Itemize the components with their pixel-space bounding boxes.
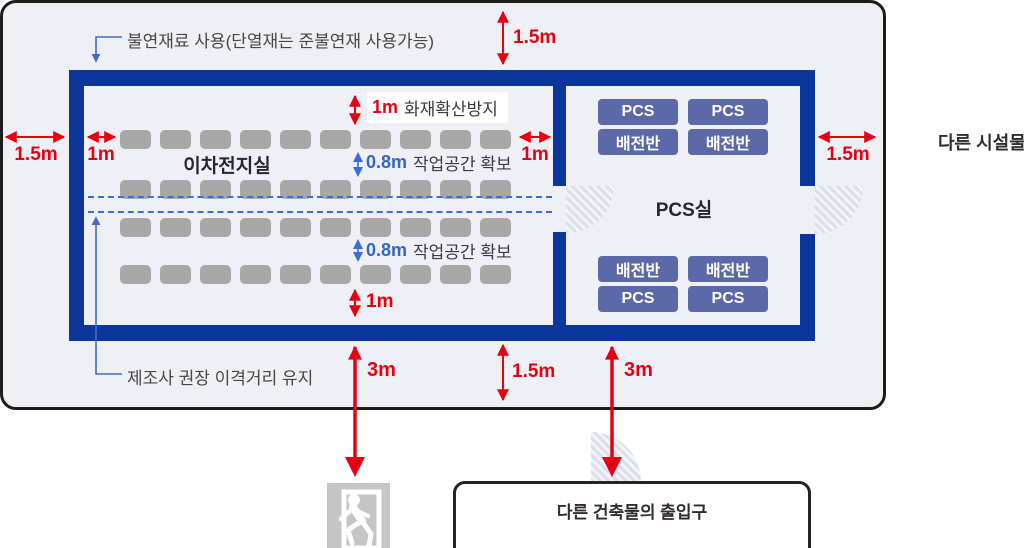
- equipment-box: PCS: [598, 99, 678, 125]
- battery-module: [360, 218, 391, 237]
- dim-label-bottom: 1.5m: [512, 361, 556, 382]
- dim-label-battery-right: 1m: [521, 144, 549, 165]
- emergency-exit-icon: [327, 483, 390, 548]
- dim-label-battery-left: 1m: [87, 144, 115, 165]
- battery-module: [280, 218, 311, 237]
- fire-gap-text: 화재확산방지: [404, 100, 498, 119]
- battery-module: [160, 180, 191, 199]
- battery-module: [160, 130, 191, 149]
- battery-module: [480, 265, 511, 284]
- workspace-lower-value: 0.8m: [366, 240, 408, 260]
- battery-module: [360, 265, 391, 284]
- battery-module: [160, 218, 191, 237]
- fire-gap-value: 1m: [372, 97, 399, 117]
- pcs-room-label: PCS실: [655, 200, 713, 221]
- workspace-upper-value: 0.8m: [366, 152, 408, 172]
- battery-row: [120, 265, 511, 284]
- pcs-equipment-group-bottom: 배전반 배전반 PCS PCS: [598, 256, 768, 312]
- battery-module: [440, 180, 471, 199]
- partition-door-opening: [553, 186, 566, 232]
- battery-module: [200, 180, 231, 199]
- equipment-box: 배전반: [688, 129, 768, 155]
- equipment-box: 배전반: [598, 256, 678, 282]
- battery-module: [120, 265, 151, 284]
- battery-module: [120, 180, 151, 199]
- pcs-equipment-group-top: PCS PCS 배전반 배전반: [598, 99, 768, 155]
- battery-module: [360, 180, 391, 199]
- battery-room-label: 이차전지실: [183, 156, 271, 177]
- battery-module: [480, 130, 511, 149]
- battery-module: [320, 265, 351, 284]
- battery-row: [120, 130, 511, 149]
- battery-module: [240, 265, 271, 284]
- battery-module: [280, 180, 311, 199]
- dim-label-right: 1.5m: [826, 144, 870, 165]
- aisle-dashed-line: [88, 211, 552, 213]
- equipment-box: 배전반: [598, 129, 678, 155]
- battery-module: [440, 265, 471, 284]
- other-building-entrance-box: 다른 건축물의 출입구: [453, 481, 811, 548]
- workspace-lower-text: 작업공간 확보: [413, 243, 512, 262]
- equipment-box: PCS: [688, 99, 768, 125]
- battery-module: [160, 265, 191, 284]
- battery-module: [440, 130, 471, 149]
- battery-module: [280, 265, 311, 284]
- battery-module: [360, 130, 391, 149]
- other-facility-label: 다른 시설물: [938, 133, 1024, 153]
- battery-module: [120, 218, 151, 237]
- battery-module: [120, 130, 151, 149]
- equipment-box: PCS: [598, 286, 678, 312]
- dim-label-battery-bottom: 1m: [366, 291, 394, 312]
- battery-module: [240, 218, 271, 237]
- battery-row: [120, 218, 511, 237]
- battery-module: [280, 130, 311, 149]
- equipment-box: 배전반: [688, 256, 768, 282]
- battery-module: [320, 218, 351, 237]
- battery-module: [320, 130, 351, 149]
- battery-module: [400, 130, 431, 149]
- door-swing-arc-other-building: [591, 432, 641, 482]
- dim-label-exit-3m: 3m: [367, 359, 396, 381]
- battery-module: [200, 265, 231, 284]
- battery-row: [120, 180, 511, 199]
- top-wall-note: 불연재료 사용(단열재는 준불연재 사용가능): [127, 32, 435, 51]
- battery-module: [400, 265, 431, 284]
- workspace-note-upper: 0.8m 작업공간 확보: [366, 150, 512, 175]
- battery-module: [480, 180, 511, 199]
- battery-module: [240, 130, 271, 149]
- battery-module: [440, 218, 471, 237]
- workspace-note-lower: 0.8m 작업공간 확보: [366, 238, 512, 263]
- workspace-upper-text: 작업공간 확보: [413, 155, 512, 174]
- battery-module: [400, 218, 431, 237]
- dim-label-top: 1.5m: [513, 27, 557, 48]
- bottom-wall-note: 제조사 권장 이격거리 유지: [127, 369, 314, 388]
- dim-label-left: 1.5m: [14, 144, 58, 165]
- dim-label-entrance-3m: 3m: [624, 359, 653, 381]
- battery-module: [320, 180, 351, 199]
- other-building-entrance-label: 다른 건축물의 출입구: [556, 503, 708, 522]
- aisle-dashed-line: [88, 196, 552, 198]
- battery-module: [200, 130, 231, 149]
- battery-module: [400, 180, 431, 199]
- battery-module: [240, 180, 271, 199]
- exterior-door-opening: [800, 186, 815, 234]
- equipment-box: PCS: [688, 286, 768, 312]
- battery-module: [200, 218, 231, 237]
- battery-room: [84, 86, 553, 325]
- fire-spread-note: 1m 화재확산방지: [367, 92, 508, 123]
- battery-module: [480, 218, 511, 237]
